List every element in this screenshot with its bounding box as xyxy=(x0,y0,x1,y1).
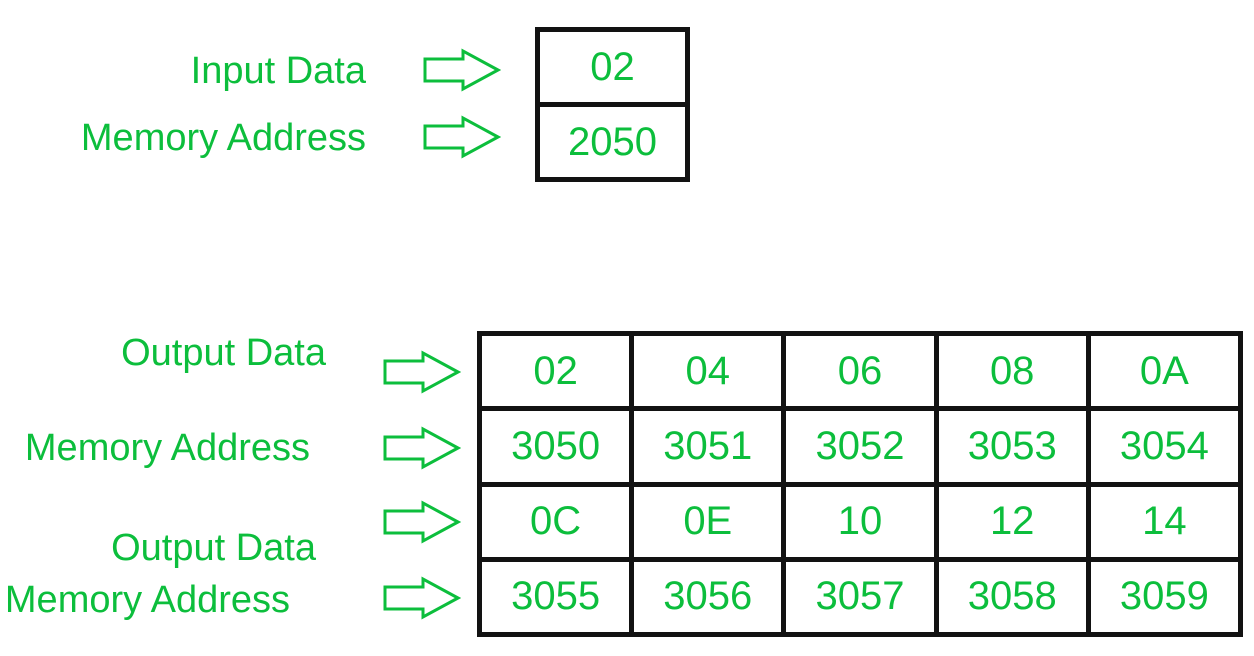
memory-cell: 3055 xyxy=(482,561,630,632)
memory-cell: 3058 xyxy=(938,561,1086,632)
output-memory-address-label-2: Memory Address xyxy=(4,579,290,621)
memory-cell: 3051 xyxy=(634,411,782,482)
memory-cell: 0E xyxy=(634,486,782,557)
memory-cell: 06 xyxy=(786,336,934,407)
right-arrow-icon xyxy=(383,426,461,470)
right-arrow-icon xyxy=(423,115,501,159)
right-arrow-icon xyxy=(383,500,461,544)
memory-cell: 02 xyxy=(482,336,630,407)
input-register-box: 02 2050 xyxy=(535,27,690,182)
memory-cell: 0A xyxy=(1090,336,1238,407)
output-data-label-2: Output Data xyxy=(111,527,316,569)
memory-cell: 3050 xyxy=(482,411,630,482)
memory-cell: 3057 xyxy=(786,561,934,632)
memory-cell: 0C xyxy=(482,486,630,557)
memory-cell: 3054 xyxy=(1090,411,1238,482)
input-memory-address-label: Memory Address xyxy=(80,117,366,159)
memory-cell: 3053 xyxy=(938,411,1086,482)
output-memory-address-label-1: Memory Address xyxy=(24,427,310,469)
output-memory-table: 02 04 06 08 0A 3050 3051 3052 3053 3054 … xyxy=(477,331,1243,637)
right-arrow-icon xyxy=(423,48,501,92)
memory-cell: 3056 xyxy=(634,561,782,632)
input-data-label: Input Data xyxy=(190,50,366,92)
input-memory-address-value-cell: 2050 xyxy=(540,107,685,177)
right-arrow-icon xyxy=(383,350,461,394)
right-arrow-icon xyxy=(383,576,461,620)
output-data-label-1: Output Data xyxy=(121,332,326,374)
memory-cell: 04 xyxy=(634,336,782,407)
input-data-value-cell: 02 xyxy=(540,32,685,102)
memory-cell: 08 xyxy=(938,336,1086,407)
memory-cell: 10 xyxy=(786,486,934,557)
memory-cell: 3059 xyxy=(1090,561,1238,632)
memory-cell: 3052 xyxy=(786,411,934,482)
memory-cell: 14 xyxy=(1090,486,1238,557)
memory-cell: 12 xyxy=(938,486,1086,557)
